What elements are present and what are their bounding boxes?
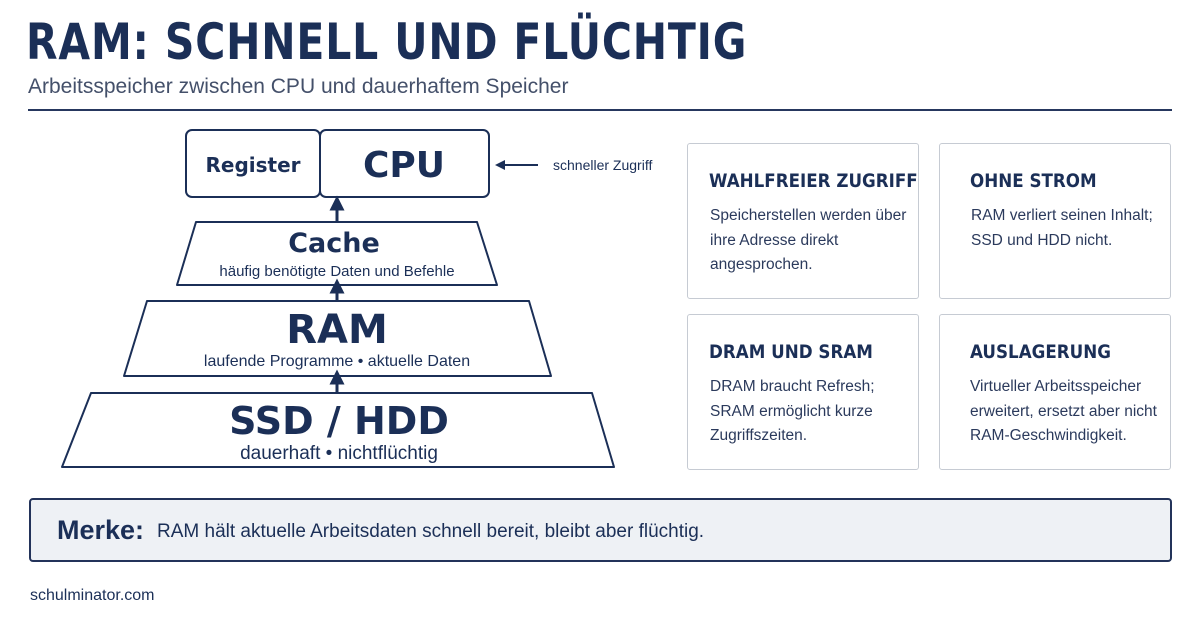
card-text: DRAM braucht Refresh; SRAM ermöglicht ku…	[710, 378, 875, 444]
memory-hierarchy-diagram: Register CPU schneller Zugriff Cache häu…	[61, 129, 652, 468]
cpu-box	[319, 129, 490, 198]
cache-desc: häufig benötigte Daten und Befehle	[219, 263, 454, 280]
storage-layer	[61, 392, 615, 468]
card-random-access: WAHLFREIER ZUGRIFF Speicherstellen werde…	[687, 143, 919, 299]
ram-layer	[123, 300, 552, 377]
ram-desc: laufende Programme • aktuelle Daten	[204, 353, 470, 370]
access-note: schneller Zugriff	[553, 157, 652, 173]
card-title: OHNE STROM	[970, 170, 1097, 192]
merke-label: Merke:	[57, 515, 145, 545]
card-title: AUSLAGERUNG	[970, 341, 1111, 363]
page-title: RAM: SCHNELL UND FLÜCHTIG	[26, 13, 748, 71]
card-swapping: AUSLAGERUNG Virtueller Arbeitsspeicher e…	[939, 314, 1171, 470]
footer-source: schulminator.com	[30, 587, 155, 604]
merke-text: RAM hält aktuelle Arbeitsdaten schnell b…	[157, 521, 705, 542]
merke-box: Merke: RAM hält aktuelle Arbeitsdaten sc…	[29, 498, 1172, 562]
card-text: RAM verliert seinen Inhalt; SSD und HDD …	[971, 207, 1153, 249]
card-title: DRAM UND SRAM	[709, 341, 873, 363]
header-divider	[28, 109, 1172, 111]
cpu-label: CPU	[363, 145, 445, 186]
card-text: Virtueller Arbeitsspeicher erweitert, er…	[970, 378, 1157, 444]
storage-label: SSD / HDD	[229, 399, 449, 443]
page-subtitle: Arbeitsspeicher zwischen CPU und dauerha…	[28, 75, 569, 98]
ram-label: RAM	[286, 307, 388, 353]
cache-layer	[176, 221, 498, 286]
card-dram-sram: DRAM UND SRAM DRAM braucht Refresh; SRAM…	[687, 314, 919, 470]
card-title: WAHLFREIER ZUGRIFF	[709, 170, 918, 192]
storage-desc: dauerhaft • nichtflüchtig	[240, 443, 438, 464]
register-label: Register	[205, 153, 300, 177]
cache-label: Cache	[288, 228, 380, 259]
card-text: Speicherstellen werden über ihre Adresse…	[710, 207, 907, 273]
card-without-power: OHNE STROM RAM verliert seinen Inhalt; S…	[939, 143, 1171, 299]
